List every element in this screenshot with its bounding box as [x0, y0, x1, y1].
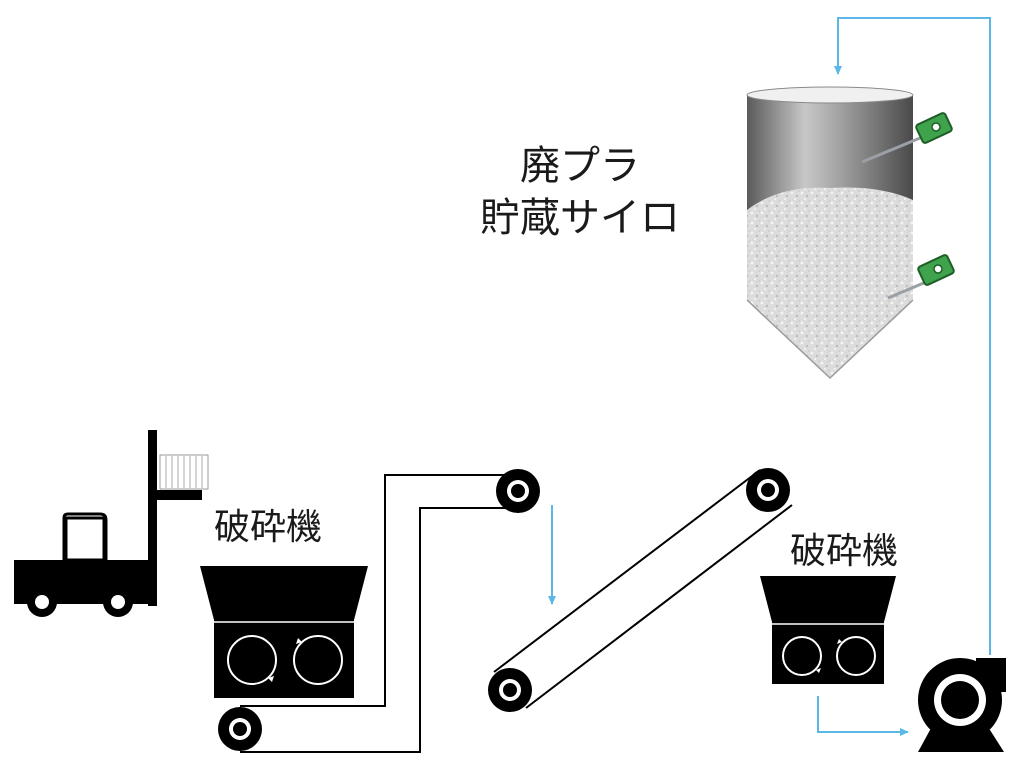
conveyor-1	[218, 469, 540, 753]
pneumatic-return-line	[834, 17, 991, 655]
silo-label-line2: 貯蔵サイロ	[480, 195, 680, 241]
primary-crusher-label: 破砕機	[214, 507, 323, 548]
level-sensor-icon	[861, 112, 953, 164]
primary-crusher	[200, 566, 368, 698]
conveyor-2	[488, 468, 793, 712]
silo-label-line1: 廃プラ	[520, 143, 640, 189]
feed-to-blower-arrow	[817, 696, 909, 736]
silo-top	[746, 86, 914, 104]
secondary-crusher-label: 破砕機	[790, 531, 899, 572]
level-sensor-icon	[887, 254, 955, 300]
silo-label: 廃プラ 貯蔵サイロ	[462, 140, 698, 244]
blower-fan-icon	[918, 658, 1006, 752]
forklift-icon	[14, 430, 209, 617]
storage-silo	[746, 86, 914, 380]
silo-material	[747, 187, 913, 378]
secondary-crusher	[760, 576, 896, 684]
